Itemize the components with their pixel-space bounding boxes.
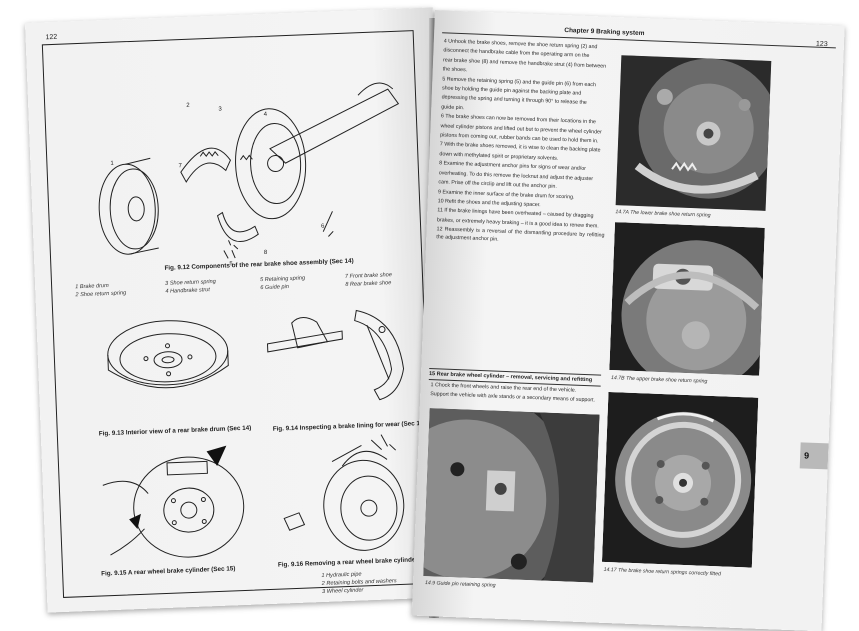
fig-912-legend-col3: 5 Retaining spring 6 Guide pin bbox=[260, 274, 306, 292]
svg-text:1: 1 bbox=[110, 161, 114, 167]
svg-text:4: 4 bbox=[264, 112, 268, 118]
chapter-tab: 9 bbox=[799, 442, 829, 470]
legend-item: 6 Guide pin bbox=[260, 284, 290, 292]
fig-912-legend-col2: 3 Shoe return spring 4 Handbrake strut bbox=[165, 278, 216, 296]
page-number-left: 122 bbox=[45, 33, 58, 42]
fig-912-diagram: 1 2 3 4 5 6 7 8 bbox=[98, 82, 400, 267]
photo-upper-return-spring bbox=[609, 222, 765, 376]
fig-914-diagram bbox=[266, 309, 405, 401]
fig-916-diagram bbox=[283, 434, 405, 551]
photo-guide-pin-spring bbox=[423, 408, 600, 583]
fig-912-legend-col4: 7 Front brake shoe 8 Rear brake shoe bbox=[345, 271, 393, 289]
photo-lower-return-spring bbox=[615, 55, 772, 211]
svg-text:7: 7 bbox=[178, 163, 182, 169]
open-manual: 122 bbox=[25, 7, 845, 631]
photo-caption-147a: 14.7A The lower brake shoe return spring bbox=[615, 209, 711, 219]
photo-caption-147b: 14.7B The upper brake shoe return spring bbox=[610, 375, 708, 385]
legend-item: 3 Wheel cylinder bbox=[321, 587, 364, 596]
section-text: 1 Chock the front wheels and raise the r… bbox=[430, 382, 599, 407]
photo-springs-fitted bbox=[601, 391, 759, 568]
photo-caption-1417: 14.17 The brake shoe return springs corr… bbox=[603, 566, 722, 578]
fig-915-diagram bbox=[102, 445, 245, 558]
svg-text:5: 5 bbox=[229, 261, 233, 267]
svg-text:6: 6 bbox=[321, 224, 325, 230]
body-text: 4 Unhook the brake shoes, remove the sho… bbox=[436, 38, 612, 249]
svg-text:3: 3 bbox=[218, 106, 222, 112]
svg-text:8: 8 bbox=[264, 250, 268, 256]
left-page: 122 bbox=[25, 7, 456, 613]
svg-text:2: 2 bbox=[186, 103, 190, 109]
fig-912-legend-col1: 1 Brake drum 2 Shoe return spring bbox=[75, 281, 126, 299]
chapter-title: Chapter 9 Braking system bbox=[564, 26, 645, 38]
right-page: Chapter 9 Braking system 123 4 Unhook th… bbox=[411, 10, 845, 631]
fig-913-diagram bbox=[107, 320, 229, 389]
photo-caption-149: 14.9 Guide pin retaining spring bbox=[424, 580, 496, 589]
fig-916-legend: 1 Hydraulic pipe 2 Retaining bolts and w… bbox=[321, 569, 397, 596]
